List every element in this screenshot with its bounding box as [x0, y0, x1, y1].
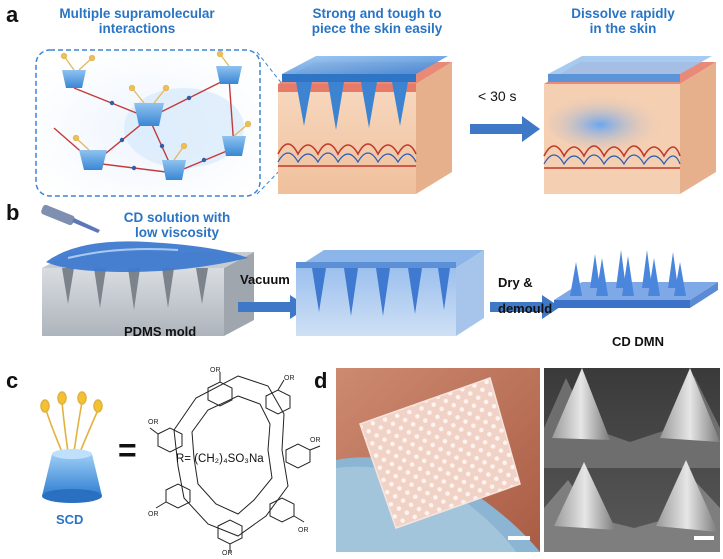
caption-line: interactions — [98, 21, 176, 36]
caption-line: piece the skin easily — [311, 21, 443, 36]
svg-text:OR: OR — [210, 367, 221, 374]
caption-line: CD solution with — [123, 210, 231, 225]
skin-with-microneedles-illustration — [277, 56, 452, 194]
pdms-mold-illustration — [42, 241, 254, 336]
arrow-icon — [238, 295, 308, 319]
panel-a-label: a — [6, 2, 19, 27]
pipette-icon — [41, 204, 100, 233]
vacuum-label: Vacuum — [240, 272, 290, 287]
panel-b-label: b — [6, 200, 20, 225]
cd-dmn-illustration — [554, 250, 718, 308]
panel-b-caption: CD solution with low viscosity — [102, 210, 252, 240]
scd-label: SCD — [56, 512, 84, 527]
arrow-icon — [490, 295, 560, 319]
caption-line: in the skin — [589, 21, 657, 36]
svg-text:OR: OR — [222, 550, 233, 556]
scd-icon — [40, 391, 103, 503]
caption-line: Multiple supramolecular — [59, 6, 215, 21]
product-label: CD DMN — [612, 334, 664, 349]
supramolecular-network-illustration — [35, 49, 261, 197]
arrow-icon — [470, 116, 540, 142]
dry-demould-label: Dry & demould — [498, 270, 552, 322]
svg-text:OR: OR — [284, 375, 295, 382]
panel-a-caption-mid: Strong and tough to piece the skin easil… — [282, 6, 472, 36]
microneedle-patch-photo — [336, 368, 540, 552]
svg-text:OR: OR — [310, 437, 321, 444]
svg-text:OR: OR — [148, 511, 159, 518]
svg-text:OR: OR — [298, 527, 309, 534]
cyclodextrin-structure: OR OR OR OR OR OR OR R= (CH₂)₄SO₃Na — [148, 367, 321, 556]
r-group-formula: R= (CH₂)₄SO₃Na — [176, 453, 264, 465]
time-label: < 30 s — [478, 88, 517, 104]
label-line: demould — [498, 301, 553, 316]
caption-line: low viscosity — [134, 225, 220, 240]
equals-sign: = — [118, 432, 137, 468]
dissolved-microneedles-illustration — [543, 56, 716, 194]
sem-microneedle-image — [544, 368, 720, 552]
panel-d-label: d — [314, 368, 328, 393]
scale-bar — [508, 536, 530, 540]
scale-bar — [694, 536, 714, 540]
panel-c-label: c — [6, 368, 19, 393]
svg-text:OR: OR — [148, 419, 159, 426]
label-line: Dry & — [498, 275, 533, 290]
cyclodextrin-icons — [62, 66, 246, 180]
panel-a-caption-right: Dissolve rapidly in the skin — [538, 6, 708, 36]
caption-line: Dissolve rapidly — [571, 6, 675, 21]
substituent-labels: OR OR OR OR OR OR OR — [148, 367, 321, 556]
filled-mold-illustration — [296, 250, 484, 336]
caption-line: Strong and tough to — [312, 6, 442, 21]
mold-label: PDMS mold — [124, 324, 197, 339]
panel-a-caption-left: Multiple supramolecular interactions — [42, 6, 232, 36]
